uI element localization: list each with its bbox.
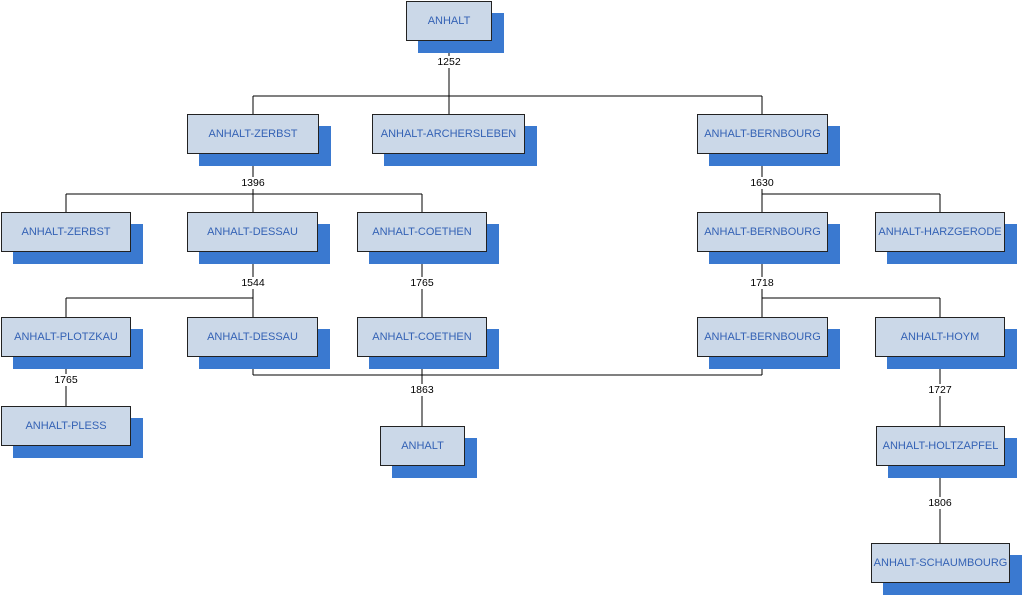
node-label: ANHALT-PLESS xyxy=(25,420,107,432)
year-label-1396: 1396 xyxy=(240,177,266,189)
node-label: ANHALT-BERNBOURG xyxy=(704,226,821,238)
node-label: ANHALT-BERNBOURG xyxy=(704,331,821,343)
year-label-1765-plotzkau: 1765 xyxy=(53,374,79,386)
node-label: ANHALT-HOYM xyxy=(900,331,980,343)
node-anhalt-root: ANHALT xyxy=(406,1,504,53)
year-label-1806: 1806 xyxy=(927,497,953,509)
node-anhalt-archersleben: ANHALT-ARCHERSLEBEN xyxy=(372,114,537,166)
year-label-1630: 1630 xyxy=(749,177,775,189)
node-label: ANHALT-COETHEN xyxy=(372,331,472,343)
node-label: ANHALT-ARCHERSLEBEN xyxy=(380,128,517,140)
node-label: ANHALT-DESSAU xyxy=(207,331,298,343)
node-anhalt-zerbst-2: ANHALT-ZERBST xyxy=(1,212,143,264)
year-label-1863: 1863 xyxy=(409,384,435,396)
node-label: ANHALT-DESSAU xyxy=(207,226,298,238)
node-label: ANHALT-COETHEN xyxy=(372,226,472,238)
node-anhalt-dessau-2: ANHALT-DESSAU xyxy=(187,317,330,369)
node-anhalt-coethen-2: ANHALT-COETHEN xyxy=(357,317,499,369)
node-label: ANHALT-ZERBST xyxy=(208,128,298,140)
node-anhalt-bernbourg-3: ANHALT-BERNBOURG xyxy=(697,317,840,369)
node-anhalt-bernbourg-2: ANHALT-BERNBOURG xyxy=(697,212,840,264)
node-anhalt-dessau-1: ANHALT-DESSAU xyxy=(187,212,330,264)
year-label-1252: 1252 xyxy=(436,56,462,68)
node-label: ANHALT-BERNBOURG xyxy=(704,128,821,140)
year-label-1544: 1544 xyxy=(240,277,266,289)
year-label-1765-coethen: 1765 xyxy=(409,277,435,289)
year-label-1727: 1727 xyxy=(927,384,953,396)
node-anhalt-plotzkau: ANHALT-PLOTZKAU xyxy=(1,317,143,369)
year-label-1718: 1718 xyxy=(749,277,775,289)
node-anhalt-holtzapfel: ANHALT-HOLTZAPFEL xyxy=(876,426,1017,478)
node-anhalt-harzgerode: ANHALT-HARZGERODE xyxy=(875,212,1017,264)
node-anhalt-bernbourg-1: ANHALT-BERNBOURG xyxy=(697,114,840,166)
node-label: ANHALT-HOLTZAPFEL xyxy=(882,440,999,452)
node-label: ANHALT-ZERBST xyxy=(21,226,111,238)
node-label: ANHALT xyxy=(427,15,471,27)
node-anhalt-schaumbourg: ANHALT-SCHAUMBOURG xyxy=(871,543,1022,595)
node-anhalt-1863: ANHALT xyxy=(380,426,477,478)
node-anhalt-hoym: ANHALT-HOYM xyxy=(875,317,1017,369)
node-anhalt-coethen-1: ANHALT-COETHEN xyxy=(357,212,499,264)
node-anhalt-zerbst-1: ANHALT-ZERBST xyxy=(187,114,331,166)
node-label: ANHALT xyxy=(401,440,444,452)
node-label: ANHALT-PLOTZKAU xyxy=(14,331,118,343)
node-label: ANHALT-SCHAUMBOURG xyxy=(873,557,1008,569)
node-anhalt-pless: ANHALT-PLESS xyxy=(1,406,143,458)
node-label: ANHALT-HARZGERODE xyxy=(878,226,1002,238)
